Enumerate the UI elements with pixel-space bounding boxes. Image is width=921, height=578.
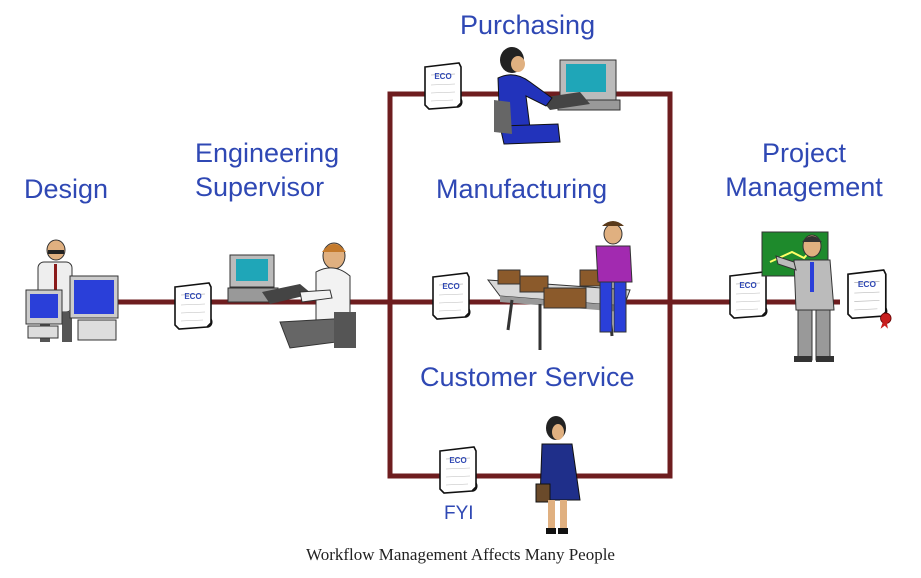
manufacturing-figure-icon [486,221,633,350]
eco-tag: ECO [442,282,459,291]
eco-tag: ECO [449,456,466,465]
project-manager-figure-icon [761,231,835,362]
label-engineering-line-2: Supervisor [195,172,325,202]
label-customer-service: Customer Service [420,362,635,392]
label-project-line-1: Project [761,138,847,168]
eco-document-purchasing: ECO [424,62,463,110]
diagram-caption: Workflow Management Affects Many People [306,545,615,564]
label-fyi: FYI [444,503,474,524]
label-project-line-2: Management [725,172,883,202]
purchasing-figure-icon [494,47,621,145]
eco-tag: ECO [184,292,201,301]
eco-tag: ECO [739,281,756,290]
engineering-supervisor-figure-icon [227,242,356,349]
eco-document-engineering: ECO [174,282,213,330]
label-purchasing: Purchasing [460,10,596,40]
label-design: Design [24,174,109,204]
eco-tag: ECO [434,72,451,81]
eco-document-project-management: ECO [729,271,768,319]
designer-figure-icon [25,239,119,342]
eco-document-approved: ECO [847,269,892,329]
label-manufacturing: Manufacturing [436,174,608,204]
eco-document-customer-service: ECO [439,446,478,494]
eco-document-manufacturing: ECO [432,272,471,320]
eco-tag: ECO [858,279,877,289]
label-engineering-line-1: Engineering [195,138,340,168]
customer-service-figure-icon [535,416,581,534]
label-project-management: Project Management [724,136,884,204]
label-engineering-supervisor: Engineering Supervisor [195,136,339,204]
